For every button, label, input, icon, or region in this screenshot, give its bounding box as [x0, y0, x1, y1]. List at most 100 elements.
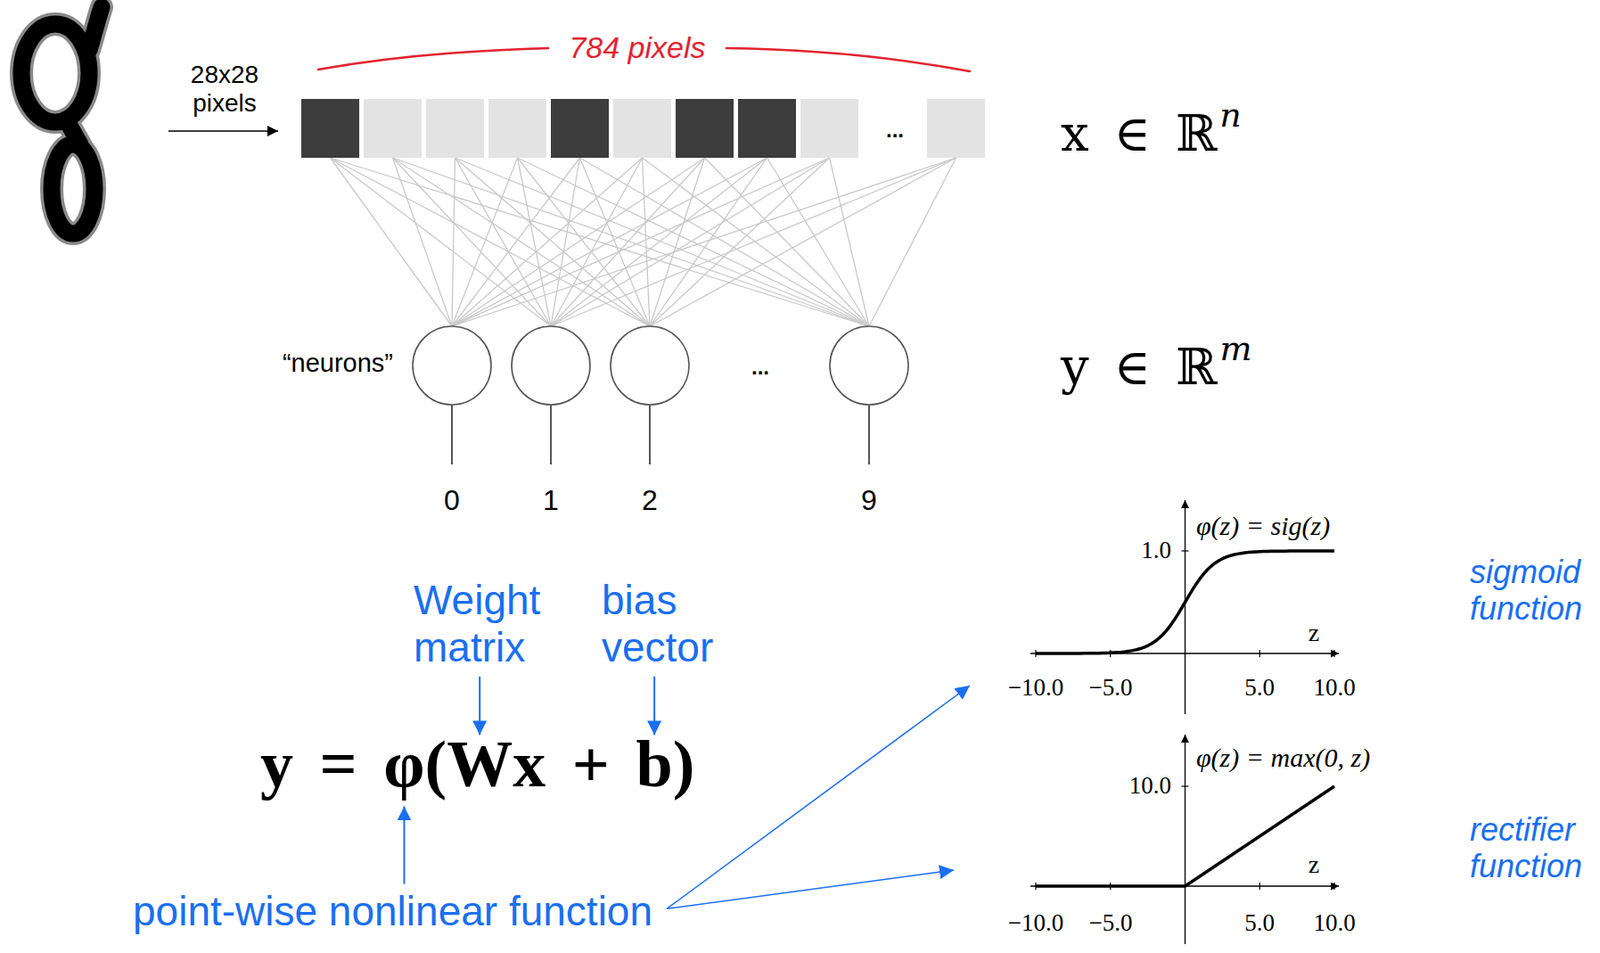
- axis-tick: [1333, 882, 1335, 890]
- pixel-span-line: [318, 48, 549, 70]
- pixel-row: [301, 98, 985, 158]
- pixel-cell: [301, 98, 360, 158]
- weight-connection: [393, 157, 453, 327]
- axis-tick: [1259, 649, 1261, 657]
- weight-connection: [649, 157, 957, 327]
- weight-connection: [550, 157, 957, 327]
- weight-pointer-arrow: [478, 676, 481, 736]
- input-size-label: 28x28 pixels: [190, 60, 259, 118]
- output-line: [648, 404, 651, 465]
- nonlinearity-label: point-wise nonlinear function: [132, 887, 653, 936]
- axis-tick-label: 10.0: [1312, 909, 1355, 937]
- pixel-span-line: [726, 48, 970, 72]
- pixel-cell: [426, 98, 485, 158]
- nonlinearity-pointer-arrow: [402, 805, 405, 884]
- axis-tick-label: 10.0: [1312, 673, 1355, 702]
- weight-connection: [550, 157, 581, 327]
- function-formula: φ(z) = sig(z): [1196, 510, 1330, 542]
- pixel-ellipsis: ...: [886, 117, 904, 143]
- axis-tick-label: −10.0: [1008, 909, 1064, 937]
- weight-connection: [451, 157, 581, 327]
- output-lines: [451, 404, 870, 465]
- neurons-label: “neurons”: [282, 348, 394, 378]
- weight-connection: [517, 157, 552, 327]
- rectifier-pointer-arrow: [666, 869, 954, 909]
- digit-stroke: [21, 24, 90, 123]
- axis-tick-label: −5.0: [1089, 909, 1133, 937]
- function-name: rectifier function: [1469, 811, 1583, 886]
- pixel-cell: [363, 98, 422, 158]
- axis-tick: [1333, 649, 1335, 657]
- sigmoid-pointer-arrow: [666, 685, 970, 909]
- weight-connection: [451, 157, 643, 327]
- output-line: [868, 404, 870, 465]
- weight-connection: [455, 157, 552, 327]
- neuron-circle: [610, 326, 690, 405]
- weight-connection: [642, 157, 651, 327]
- class-digit: 2: [641, 484, 658, 517]
- pixel-cell: [800, 98, 859, 158]
- weight-connection: [767, 157, 870, 327]
- weight-connection: [550, 157, 768, 327]
- pixel-count-note: 784 pixels: [568, 30, 706, 66]
- axis-tick-label: −10.0: [1008, 673, 1064, 702]
- weight-connection: [330, 157, 453, 327]
- axis-tick: [1259, 882, 1261, 890]
- weight-connection: [517, 157, 870, 327]
- weight-connection: [649, 157, 768, 327]
- rectifier-curve: [1035, 786, 1335, 887]
- weight-connection: [393, 157, 870, 327]
- axis-name: z: [1308, 850, 1320, 879]
- weight-matrix-label: Weight matrix: [413, 576, 541, 672]
- output-line: [451, 404, 453, 465]
- pixel-cell: [613, 98, 672, 158]
- y-axis: [1184, 500, 1186, 714]
- pixel-cell: [927, 98, 985, 158]
- digit-ink: [21, 7, 102, 234]
- sigmoid-plot: [1030, 500, 1339, 714]
- weight-connection: [451, 157, 830, 327]
- neuron-layer: [412, 326, 909, 405]
- neuron-circle: [511, 326, 591, 405]
- class-digit: 1: [542, 484, 559, 517]
- weight-connection: [451, 157, 957, 327]
- handwritten-digit: [21, 7, 102, 234]
- axis-tick-label: 10.0: [1129, 771, 1172, 800]
- sigmoid-curve: [1035, 550, 1335, 654]
- weight-connection: [642, 157, 870, 327]
- class-digit: 0: [443, 484, 460, 517]
- bias-pointer-arrow: [653, 676, 656, 736]
- weight-connection: [451, 157, 768, 327]
- axis-tick-label: 1.0: [1140, 536, 1172, 565]
- digit-stroke: [51, 144, 95, 234]
- bias-vector-label: bias vector: [601, 576, 714, 672]
- axis-tick-label: −5.0: [1089, 673, 1133, 702]
- digit-stroke: [89, 7, 102, 50]
- weight-connection: [451, 157, 456, 327]
- neuron-ellipsis: ...: [751, 354, 770, 380]
- function-name: sigmoid function: [1469, 553, 1583, 628]
- pixel-cell: [675, 98, 734, 158]
- weight-connection: [455, 157, 870, 327]
- weight-connection: [869, 157, 957, 327]
- output-vector-space: y ∈ ℝ: [1060, 338, 1217, 396]
- layer-equation: y = φ(Wx + b): [260, 726, 695, 803]
- pixel-cell: [738, 98, 796, 158]
- axis-tick: [1181, 785, 1190, 787]
- y-axis: [1184, 734, 1186, 944]
- axis-tick-label: 5.0: [1244, 909, 1275, 937]
- weight-connection: [550, 157, 706, 327]
- axis-tick: [1181, 549, 1190, 551]
- axis-tick-label: 5.0: [1244, 673, 1275, 702]
- weight-connection: [330, 157, 870, 327]
- input-vector-space: x ∈ ℝ: [1060, 105, 1217, 163]
- weight-connection: [580, 157, 870, 327]
- output-dimension: m: [1219, 329, 1252, 370]
- output-line: [549, 404, 552, 465]
- digit-stroke: [51, 144, 95, 234]
- pixel-cell: [550, 98, 609, 158]
- flatten-arrow: [168, 130, 279, 132]
- pixel-cell: [488, 98, 547, 158]
